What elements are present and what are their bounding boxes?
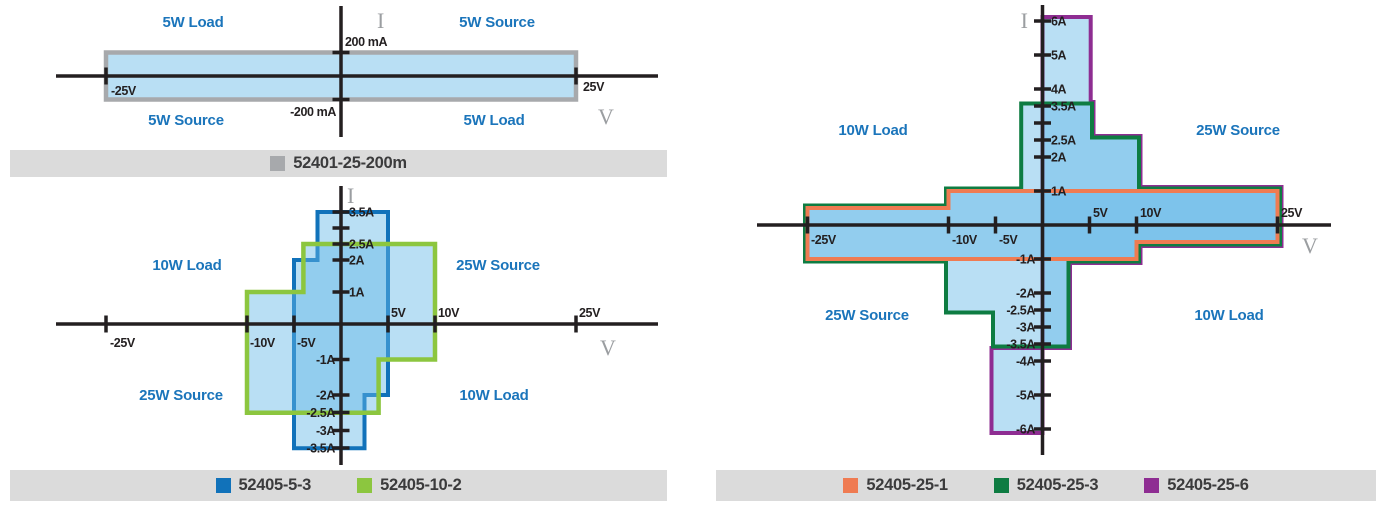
current-axis-letter: I bbox=[347, 183, 354, 208]
voltage-axis-letter: V bbox=[1302, 233, 1318, 258]
y-tick-label: 2A bbox=[1051, 151, 1067, 165]
x-tick-label: -25V bbox=[111, 84, 137, 98]
x-tick-label: 10V bbox=[1140, 206, 1162, 220]
x-tick-label: 5V bbox=[391, 306, 407, 320]
y-tick-label: 4A bbox=[1051, 83, 1067, 97]
y-tick-label: 2.5A bbox=[1051, 134, 1076, 148]
x-tick-label: -10V bbox=[250, 336, 276, 350]
y-tick-label: -1A bbox=[1016, 253, 1035, 267]
y-tick-label: -3A bbox=[316, 424, 335, 438]
quadrant-label: 5W Source bbox=[459, 14, 535, 31]
legend-label: 52405-25-3 bbox=[1016, 476, 1099, 494]
voltage-axis-letter: V bbox=[600, 335, 616, 360]
quadrant-label: 5W Load bbox=[162, 14, 223, 31]
quadrant-label: 10W Load bbox=[1194, 307, 1263, 324]
y-tick-label: -4A bbox=[1016, 355, 1035, 369]
y-tick-label: -1A bbox=[316, 353, 335, 367]
y-tick-label: 200 mA bbox=[345, 35, 387, 49]
quadrant-label: 5W Load bbox=[463, 112, 524, 129]
legend-swatch-gray bbox=[270, 156, 286, 171]
legend-swatch-orange bbox=[843, 478, 859, 493]
quadrant-label: 25W Source bbox=[1196, 122, 1280, 139]
quadrant-label: 25W Source bbox=[456, 257, 540, 274]
quadrant-label: 25W Source bbox=[825, 307, 909, 324]
legend-bar-5v-10v: 52405-5-3 52405-10-2 bbox=[10, 470, 667, 501]
quadrant-label: 10W Load bbox=[459, 387, 528, 404]
y-tick-label: 5A bbox=[1051, 49, 1067, 63]
legend-label: 52405-10-2 bbox=[380, 476, 462, 494]
y-tick-label: -3.5A bbox=[306, 442, 335, 456]
y-tick-label: -2A bbox=[1016, 287, 1035, 301]
x-tick-label: -25V bbox=[110, 336, 136, 350]
y-tick-label: -200 mA bbox=[290, 105, 336, 119]
legend-bar-25v: 52405-25-1 52405-25-3 52405-25-6 bbox=[716, 470, 1376, 501]
x-tick-label: -10V bbox=[952, 233, 978, 247]
y-tick-label: -5A bbox=[1016, 389, 1035, 403]
legend-item: 52405-25-1 bbox=[843, 476, 948, 495]
x-tick-label: 5V bbox=[1093, 206, 1109, 220]
quadrant-label: 25W Source bbox=[139, 387, 223, 404]
chart-5w-envelope: -25V 25V 200 mA -200 mA I V 5W Load 5W Source 5W… bbox=[56, 6, 658, 137]
y-tick-label: 3.5A bbox=[1051, 100, 1076, 114]
legend-item: 52405-25-3 bbox=[993, 476, 1099, 495]
quadrant-label: 10W Load bbox=[838, 122, 907, 139]
quadrant-label: 5W Source bbox=[148, 112, 224, 129]
current-axis-letter: I bbox=[377, 8, 384, 33]
y-tick-label: 2.5A bbox=[349, 238, 374, 252]
x-tick-label: -5V bbox=[999, 233, 1018, 247]
chart-5v-10v-envelopes: -25V -10V -5V 5V 10V 25V 3.5A 2.5A 2A 1A -1A -2A -2.… bbox=[56, 183, 658, 465]
y-tick-label: 3.5A bbox=[349, 206, 374, 220]
legend-swatch-purple bbox=[1144, 478, 1160, 493]
legend-item: 52405-25-6 bbox=[1144, 476, 1249, 495]
quadrant-label: 10W Load bbox=[152, 257, 221, 274]
x-tick-label: 10V bbox=[438, 306, 460, 320]
legend-label: 52405-25-1 bbox=[866, 476, 948, 494]
x-tick-label: -25V bbox=[811, 233, 837, 247]
y-tick-label: -2.5A bbox=[1006, 304, 1035, 318]
x-tick-label: 25V bbox=[583, 80, 605, 94]
legend-item: 52401-25-200m bbox=[270, 154, 407, 173]
legend-label: 52405-5-3 bbox=[238, 476, 312, 494]
legend-item: 52405-10-2 bbox=[357, 476, 462, 495]
y-tick-label: -2A bbox=[316, 389, 335, 403]
legend-label: 52405-25-6 bbox=[1167, 476, 1249, 494]
x-tick-label: 25V bbox=[1281, 206, 1303, 220]
y-tick-label: 1A bbox=[1051, 185, 1067, 199]
chart-25v-envelopes: -25V -10V -5V 5V 10V 25V 6A 5A 4A 3.5A 2.5A 2A 1A -1A… bbox=[757, 5, 1331, 455]
x-tick-label: -5V bbox=[297, 336, 316, 350]
legend-swatch-green-dark bbox=[993, 478, 1009, 493]
voltage-axis-letter: V bbox=[598, 104, 614, 129]
y-tick-label: -6A bbox=[1016, 423, 1035, 437]
legend-bar-5w: 52401-25-200m bbox=[10, 150, 667, 177]
y-tick-label: -3A bbox=[1016, 321, 1035, 335]
x-tick-label: 25V bbox=[579, 306, 601, 320]
y-tick-label: -3.5A bbox=[1006, 338, 1035, 352]
y-tick-label: 6A bbox=[1051, 15, 1067, 29]
legend-swatch-blue bbox=[215, 478, 231, 493]
y-tick-label: -2.5A bbox=[306, 406, 335, 420]
legend-swatch-green-light bbox=[357, 478, 373, 493]
legend-label: 52401-25-200m bbox=[293, 154, 407, 172]
y-tick-label: 1A bbox=[349, 286, 365, 300]
current-axis-letter: I bbox=[1021, 8, 1028, 33]
legend-item: 52405-5-3 bbox=[215, 476, 312, 495]
y-tick-label: 2A bbox=[349, 254, 365, 268]
